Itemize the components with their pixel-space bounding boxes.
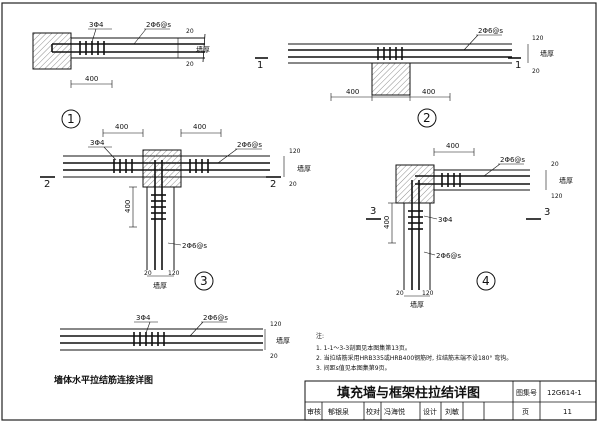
svg-text:设计: 设计 [423,407,437,416]
svg-text:20: 20 [186,61,194,68]
detail-3: 3Φ4 2Φ6@s 2Φ6@s 400 400 400 2 2 120 20 墙… [40,123,311,291]
rebar-label: 2Φ6@s [182,242,207,250]
rebar-label: 2Φ6@s [237,141,262,149]
lap-detail-caption: 墙体水平拉结筋连接详图 [54,374,153,386]
note-line: 2. 当拉结筋采用HRB335或HRB400钢筋时, 拉结筋末端不设180° 弯… [316,354,512,362]
svg-text:120: 120 [532,35,544,42]
svg-text:审核: 审核 [307,407,321,416]
detail-1: 3Φ4 2Φ6@s 20 20 墙厚 400 1 [32,21,210,129]
column-1 [32,32,72,70]
svg-text:20: 20 [270,353,278,360]
rebar-label: 3Φ4 [136,314,151,322]
detail-marker [417,108,437,128]
svg-text:20: 20 [289,181,297,188]
svg-text:1: 1 [257,60,263,71]
rebar-label: 2Φ6@s [500,156,525,164]
proofreader-name: 冯海悦 [384,407,405,416]
svg-text:20: 20 [144,270,152,277]
dimension-label: 400 [193,123,206,131]
dimension-label: 400 [446,142,459,150]
svg-text:页: 页 [522,408,529,416]
rebar-label: 2Φ6@s [146,21,171,29]
title-block: 填充墙与框架柱拉结详图 图集号 12G614-1 审核 郁银泉 校对 冯海悦 设… [304,380,597,421]
drawing-title: 填充墙与框架柱拉结详图 [337,385,480,401]
svg-text:120: 120 [270,321,282,328]
designer-name: 刘敏 [445,407,459,416]
svg-text:3: 3 [544,207,550,218]
rebar-label: 2Φ6@s [436,252,461,260]
detail-number: 3 [200,274,208,288]
tie-bars-1 [79,41,105,55]
tie-bars-4 [408,173,461,230]
dimension-label: 400 [124,200,132,213]
notes-heading: 注: [316,332,324,340]
note-line: 1. 1-1～3-3剖面见本图集第13页。 [316,344,411,352]
svg-text:2: 2 [44,179,50,190]
svg-text:校对: 校对 [366,407,380,416]
svg-text:20: 20 [532,68,540,75]
tie-bars-lap [133,332,165,346]
svg-text:120: 120 [551,193,563,200]
svg-text:120: 120 [289,148,301,155]
svg-text:20: 20 [551,161,559,168]
svg-text:墙厚: 墙厚 [276,336,290,345]
dimension-label: 400 [115,123,128,131]
page-number: 11 [563,408,572,416]
svg-text:20: 20 [186,28,194,35]
tie-bars-2 [377,47,403,60]
rebar-label: 2Φ6@s [203,314,228,322]
svg-text:120: 120 [422,290,434,297]
note-line: 3. 间距s值见本图集第9页。 [316,364,391,372]
svg-text:墙厚: 墙厚 [297,164,311,173]
lap-splice-detail: 3Φ4 2Φ6@s 120 20 墙厚 墙体水平拉结筋连接详图 [54,314,290,386]
column-2 [371,62,411,96]
dimension-label: 400 [422,88,435,96]
notes: 注: 1. 1-1～3-3剖面见本图集第13页。 2. 当拉结筋采用HRB335… [316,332,512,372]
svg-text:1: 1 [515,60,521,71]
detail-2: 2Φ6@s 1 1 120 20 墙厚 400 400 2 [255,27,554,128]
reviewer-name: 郁银泉 [328,407,349,416]
detail-marker [194,271,214,291]
detail-number: 2 [423,111,431,125]
svg-text:120: 120 [168,270,180,277]
detail-4: 2Φ6@s 3Φ4 2Φ6@s 400 400 3 3 20 120 墙厚 20… [366,142,573,309]
svg-text:20: 20 [396,290,404,297]
svg-text:墙厚: 墙厚 [153,281,167,290]
detail-number: 4 [482,274,490,288]
svg-text:墙厚: 墙厚 [540,49,554,58]
svg-text:图集号: 图集号 [516,388,537,397]
svg-text:墙厚: 墙厚 [410,300,424,309]
rebar-label: 3Φ4 [438,216,453,224]
tie-bars-3 [113,159,209,220]
dimension-label: 400 [85,75,98,83]
rebar-label: 3Φ4 [90,139,105,147]
svg-text:墙厚: 墙厚 [559,176,573,185]
detail-number: 1 [67,112,75,126]
atlas-number: 12G614-1 [547,389,582,397]
svg-text:墙厚: 墙厚 [196,45,210,54]
svg-text:2: 2 [270,179,276,190]
rebar-label: 3Φ4 [89,21,104,29]
detail-marker [476,271,496,291]
dimension-label: 400 [383,216,391,229]
rebar-label: 2Φ6@s [478,27,503,35]
dimension-label: 400 [346,88,359,96]
svg-text:3: 3 [370,206,376,217]
detail-marker [61,109,81,129]
